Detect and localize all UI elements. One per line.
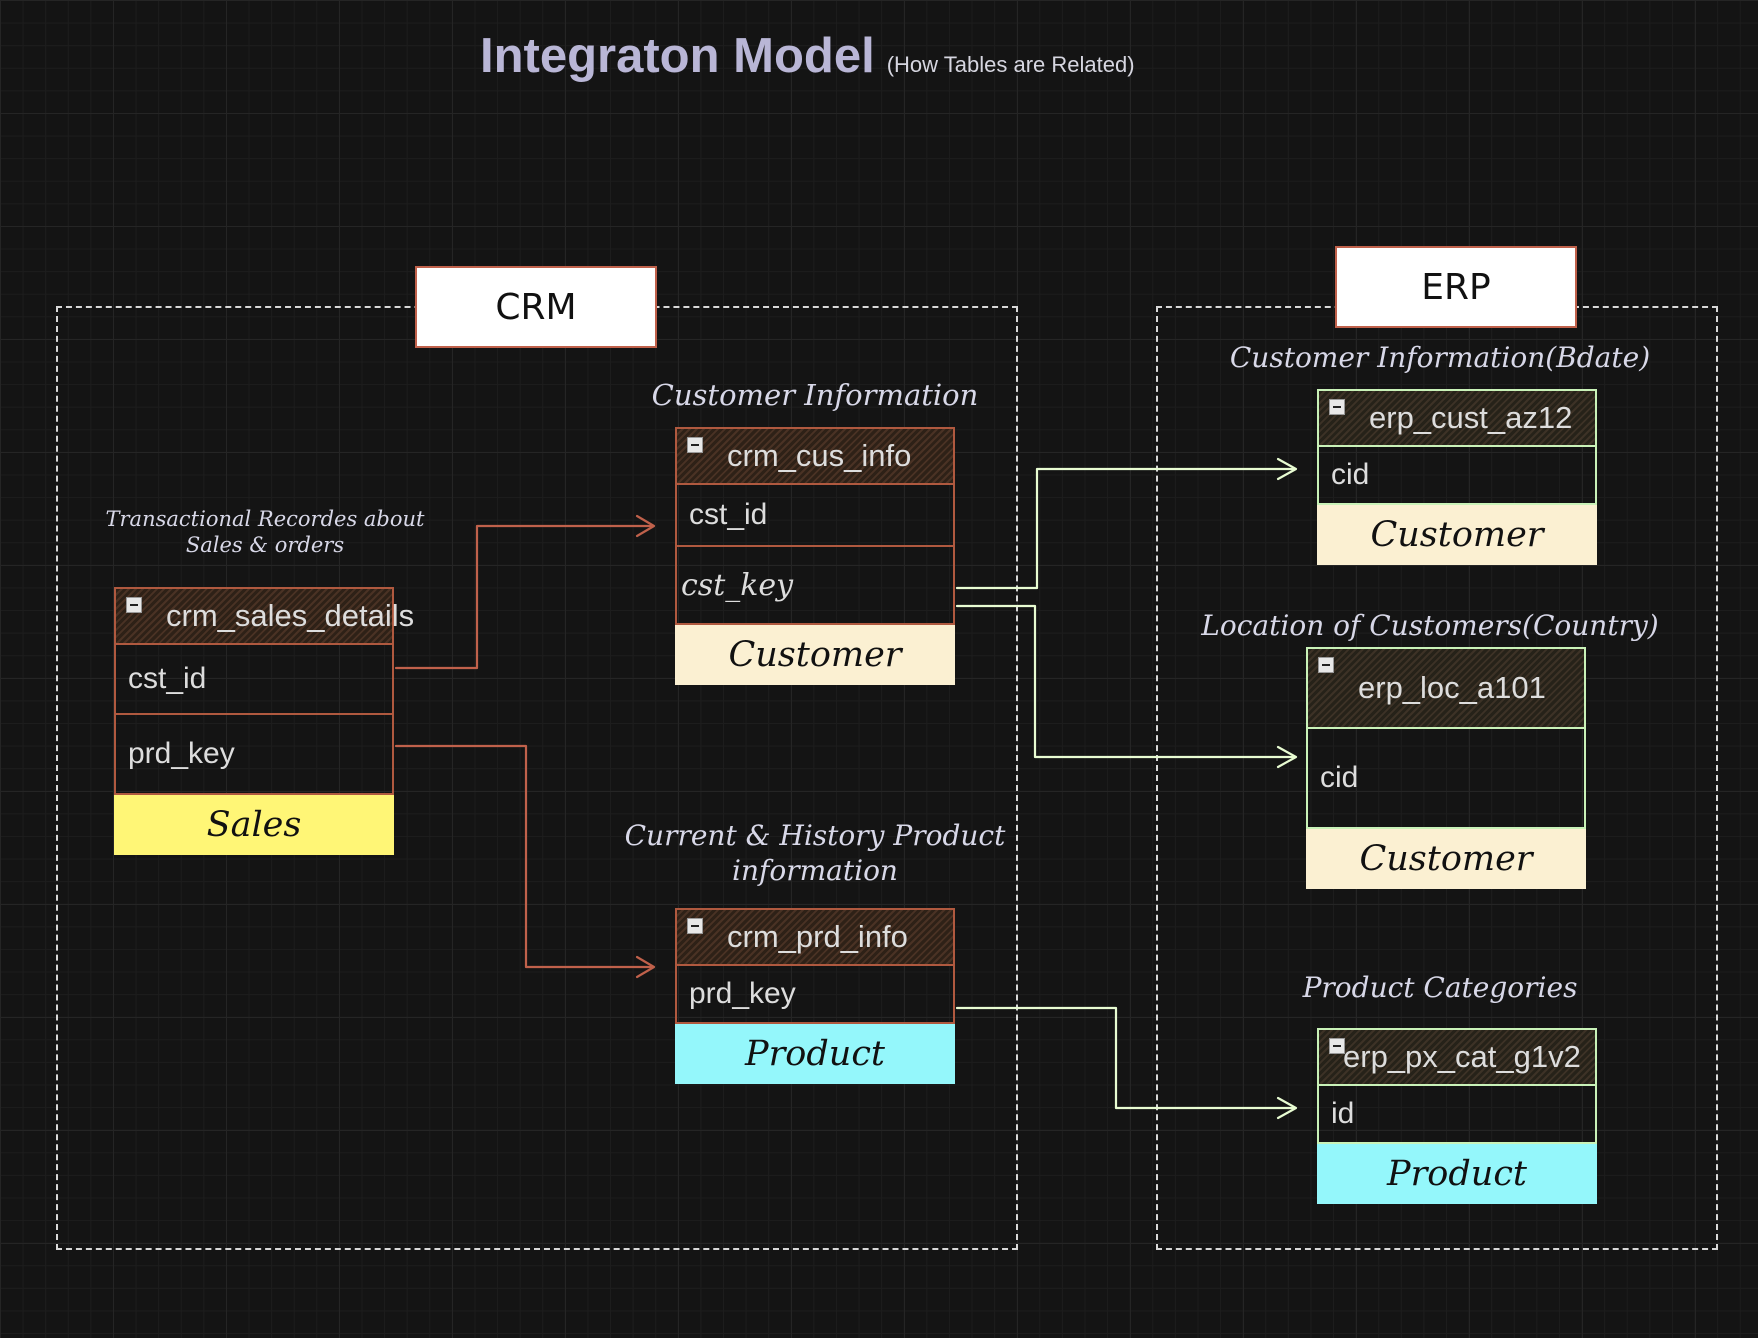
collapse-icon[interactable] — [687, 918, 703, 934]
table-name: erp_px_cat_g1v2 — [1343, 1039, 1581, 1074]
table-erp-px-cat-g1v2[interactable]: erp_px_cat_g1v2 id Product — [1317, 1028, 1597, 1204]
column-name: cst_id — [689, 498, 768, 531]
collapse-icon[interactable] — [1318, 657, 1334, 673]
link-prdkey-to-erp-cat[interactable] — [955, 1006, 1297, 1110]
product-tag: Product — [675, 1024, 955, 1084]
product-tag: Product — [1317, 1144, 1597, 1204]
arrowhead-icon — [635, 514, 656, 538]
column-row: cst_id — [114, 645, 394, 715]
column-name: cid — [1331, 458, 1370, 491]
table-header[interactable]: erp_px_cat_g1v2 — [1317, 1028, 1597, 1086]
diagram-title-area: Integraton Model (How Tables are Related) — [480, 28, 1135, 84]
column-row: cid — [1306, 729, 1586, 829]
table-header[interactable]: crm_cus_info — [675, 427, 955, 485]
sales-tag: Sales — [114, 795, 394, 855]
column-row: id — [1317, 1086, 1597, 1144]
table-header[interactable]: erp_cust_az12 — [1317, 389, 1597, 447]
table-header[interactable]: crm_sales_details — [114, 587, 414, 645]
column-name: cst_id — [128, 662, 207, 695]
table-crm-sales-details[interactable]: crm_sales_details cst_id prd_key Sales — [114, 587, 414, 855]
table-name: crm_prd_info — [727, 919, 908, 954]
link-cstkey-to-erp-cust[interactable] — [955, 467, 1297, 590]
table-name: erp_cust_az12 — [1369, 400, 1573, 435]
collapse-icon[interactable] — [1329, 1038, 1345, 1054]
diagram-title: Integraton Model — [480, 29, 875, 83]
link-sales-cst-to-customer[interactable] — [394, 524, 655, 670]
collapse-icon[interactable] — [687, 437, 703, 453]
table-name: erp_loc_a101 — [1358, 670, 1546, 705]
column-name: id — [1331, 1097, 1355, 1130]
table-name: crm_sales_details — [166, 598, 415, 633]
erp-category-caption: Product Categories — [1302, 971, 1578, 1004]
column-row: cst_key — [675, 547, 955, 625]
erp-customer-caption: Customer Information(Bdate) — [1229, 341, 1651, 374]
crm-customer-caption: Customer Information — [651, 378, 979, 412]
arrowhead-icon — [635, 955, 656, 979]
column-name: prd_key — [128, 737, 235, 770]
column-row: cid — [1317, 447, 1597, 505]
diagram-subtitle: (How Tables are Related) — [886, 52, 1135, 77]
crm-group-label: CRM — [415, 266, 657, 348]
column-row: prd_key — [675, 966, 955, 1024]
column-name: prd_key — [689, 977, 796, 1010]
column-name: cst_key — [681, 567, 794, 603]
table-crm-prd-info[interactable]: crm_prd_info prd_key Product — [675, 908, 955, 1084]
table-erp-cust-az12[interactable]: erp_cust_az12 cid Customer — [1317, 389, 1597, 565]
column-row: prd_key — [114, 715, 394, 795]
sales-caption: Transactional Recordes about Sales & ord… — [105, 507, 425, 558]
table-name: crm_cus_info — [727, 438, 912, 473]
erp-group-label: ERP — [1335, 246, 1577, 328]
customer-tag: Customer — [1306, 829, 1586, 889]
column-row: cst_id — [675, 485, 955, 547]
table-header[interactable]: erp_loc_a101 — [1306, 647, 1586, 729]
table-erp-loc-a101[interactable]: erp_loc_a101 cid Customer — [1306, 647, 1586, 889]
customer-tag: Customer — [1317, 505, 1597, 565]
collapse-icon[interactable] — [126, 597, 142, 613]
link-sales-prd-to-product[interactable] — [394, 744, 655, 969]
column-name: cid — [1320, 761, 1359, 794]
link-cstkey-to-erp-loc[interactable] — [955, 604, 1297, 759]
collapse-icon[interactable] — [1329, 399, 1345, 415]
arrowhead-icon — [1276, 1096, 1298, 1120]
table-crm-cus-info[interactable]: crm_cus_info cst_id cst_key Customer — [675, 427, 955, 685]
table-header[interactable]: crm_prd_info — [675, 908, 955, 966]
customer-tag: Customer — [675, 625, 955, 685]
arrowhead-icon — [1276, 457, 1298, 481]
erp-location-caption: Location of Customers(Country) — [1201, 609, 1659, 642]
arrowhead-icon — [1276, 745, 1298, 769]
crm-product-caption: Current & History Product information — [624, 819, 1006, 887]
